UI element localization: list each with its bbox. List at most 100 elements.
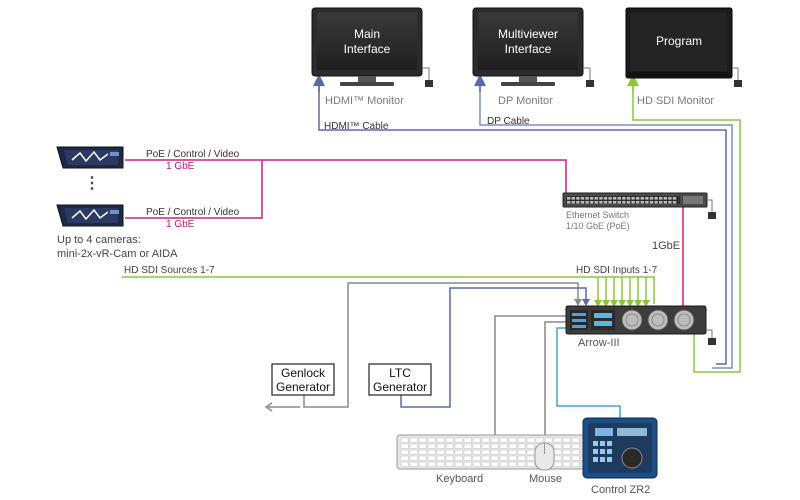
- camera-ellipsis: ⋮: [84, 175, 100, 192]
- control-button: [600, 441, 605, 446]
- switch-port: [567, 201, 571, 204]
- switch-port: [608, 201, 612, 204]
- keyboard-key: [562, 449, 571, 455]
- keyboard-key: [463, 455, 472, 461]
- switch-port: [590, 197, 594, 200]
- keyboard-key: [571, 443, 580, 449]
- keyboard-key: [562, 455, 571, 461]
- switch-port: [576, 201, 580, 204]
- keyboard-key: [508, 443, 517, 449]
- keyboard-key: [481, 443, 490, 449]
- switch-port: [613, 201, 617, 204]
- keyboard-key: [427, 437, 436, 443]
- switch-port: [654, 197, 658, 200]
- keyboard-key: [463, 437, 472, 443]
- keyboard-key: [427, 455, 436, 461]
- switch-port: [617, 201, 621, 204]
- switch-port: [622, 197, 626, 200]
- keyboard-key: [499, 443, 508, 449]
- main-screen-line2: Interface: [344, 42, 391, 56]
- switch-port: [594, 197, 598, 200]
- genlock-cable: [264, 282, 579, 412]
- switch-port: [668, 197, 672, 200]
- keyboard-key: [454, 449, 463, 455]
- switch-label-line1: Ethernet Switch: [566, 210, 629, 220]
- keyboard-key: [445, 437, 454, 443]
- ltc-line1: LTC: [389, 366, 411, 380]
- keyboard-key: [526, 455, 535, 461]
- genlock-line1: Genlock: [281, 366, 326, 380]
- camera-bottom-speed-label: 1 GbE: [166, 219, 195, 230]
- switch-port: [617, 197, 621, 200]
- control-button: [600, 449, 605, 454]
- keyboard-key: [445, 443, 454, 449]
- switch-port: [659, 201, 663, 204]
- keyboard-key: [400, 455, 409, 461]
- keyboard-key: [454, 455, 463, 461]
- keyboard-key: [499, 437, 508, 443]
- keyboard-key: [571, 437, 580, 443]
- dp-monitor-label: DP Monitor: [498, 95, 553, 107]
- keyboard-key: [553, 449, 562, 455]
- switch-port: [626, 197, 631, 200]
- keyboard-key: [562, 461, 571, 467]
- keyboard-key: [418, 455, 427, 461]
- ltc-line2: Generator: [373, 380, 427, 394]
- hdmi-cable: [313, 74, 727, 365]
- keyboard-key: [472, 443, 481, 449]
- control-panel-icon: [582, 417, 658, 479]
- keyboard-key: [472, 455, 481, 461]
- keyboard-key: [571, 461, 580, 467]
- keyboard-key: [472, 461, 481, 467]
- hd-sdi-sources-label: HD SDI Sources 1-7: [124, 265, 215, 276]
- switch-port: [603, 201, 608, 204]
- ethernet-cables: [125, 159, 684, 310]
- keyboard-label: Keyboard: [436, 473, 483, 485]
- keyboard-key: [400, 437, 409, 443]
- switch-port: [672, 197, 677, 200]
- program-screen-line1: Program: [656, 34, 702, 48]
- arrow-label: Arrow-III: [578, 337, 620, 349]
- keyboard-key: [562, 443, 571, 449]
- keyboard-key: [481, 437, 490, 443]
- switch-port: [594, 201, 598, 204]
- keyboard-key: [409, 455, 418, 461]
- power-plug-icon: [708, 212, 716, 219]
- control-button: [607, 457, 612, 462]
- control-cable: [556, 327, 621, 418]
- switch-port: [576, 197, 580, 200]
- keyboard-key: [571, 449, 580, 455]
- keyboard-key: [400, 461, 409, 467]
- keyboard-key: [526, 461, 535, 467]
- switch-port: [663, 197, 667, 200]
- keyboard-key: [436, 449, 445, 455]
- control-button: [593, 449, 598, 454]
- switch-port: [603, 197, 608, 200]
- keyboard-key: [517, 449, 526, 455]
- keyboard-key: [544, 437, 553, 443]
- keyboard-key: [445, 461, 454, 467]
- keyboard-icon: [396, 434, 596, 470]
- keyboard-key: [436, 443, 445, 449]
- switch-port: [663, 201, 667, 204]
- keyboard-key: [571, 455, 580, 461]
- switch-ports: [567, 197, 677, 204]
- keyboard-key: [409, 437, 418, 443]
- keyboard-key: [418, 443, 427, 449]
- arrow-input-heads: [574, 299, 590, 306]
- hdmi-monitor-label: HDMI™ Monitor: [325, 95, 404, 107]
- switch-port: [567, 197, 571, 200]
- keyboard-key: [472, 437, 481, 443]
- keyboard-key: [517, 443, 526, 449]
- dp-cable-label: DP Cable: [487, 116, 530, 127]
- keyboard-key: [436, 455, 445, 461]
- control-button: [593, 441, 598, 446]
- switch-port: [640, 201, 644, 204]
- camera-caption-line2: mini-2x-vR-Cam or AIDA: [57, 248, 178, 260]
- keyboard-key: [508, 437, 517, 443]
- switch-label-line2: 1/10 GbE (PoE): [566, 221, 630, 231]
- keyboard-key: [490, 461, 499, 467]
- genlock-line2: Generator: [276, 380, 330, 394]
- keyboard-key: [490, 443, 499, 449]
- keyboard-key: [472, 449, 481, 455]
